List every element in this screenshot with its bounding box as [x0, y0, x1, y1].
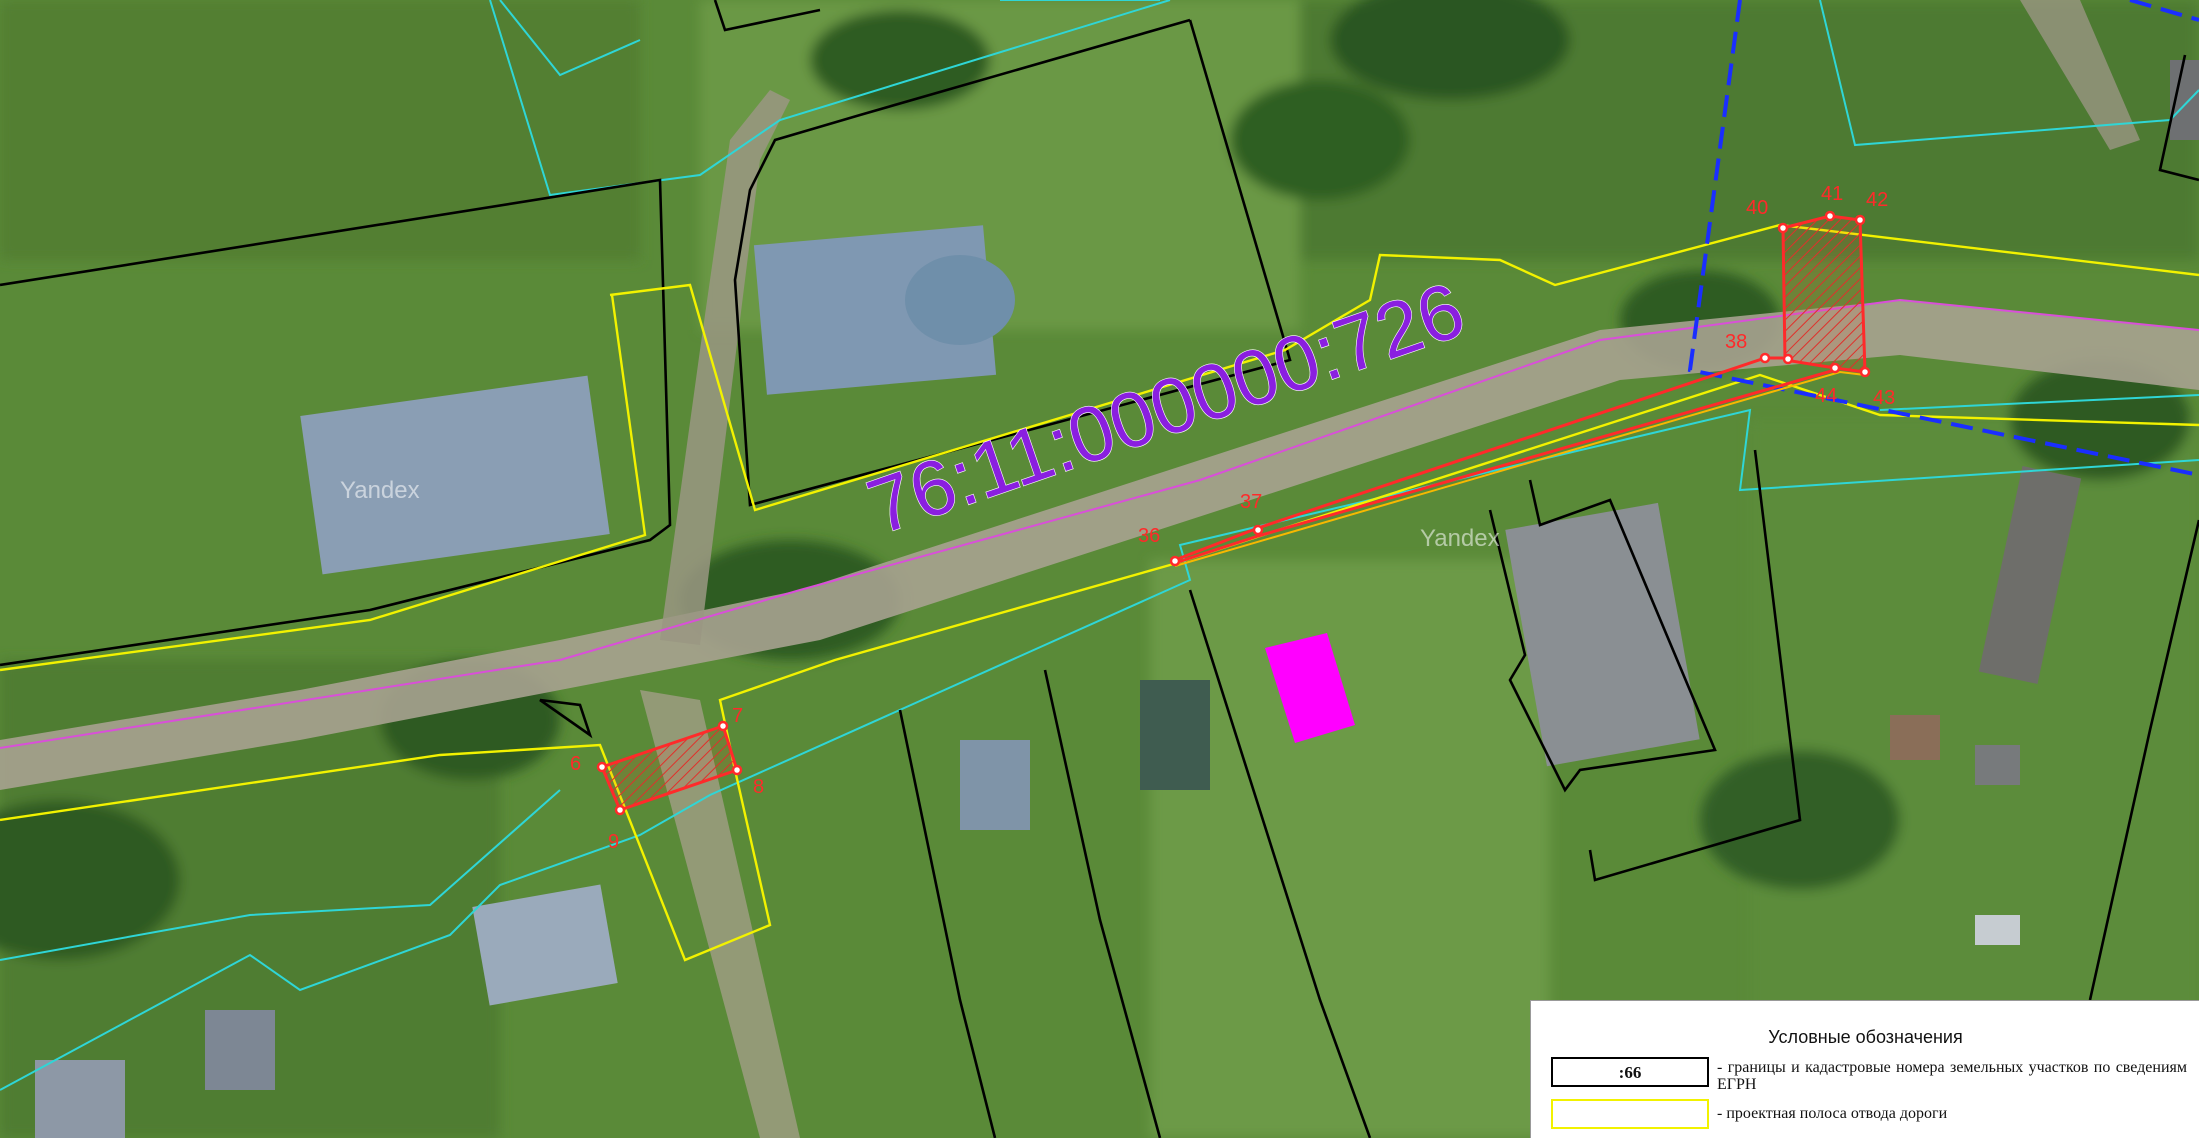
cyan-boundaries	[0, 0, 2199, 1091]
legend-swatch-road	[1551, 1099, 1709, 1129]
road-right-of-way	[0, 223, 2199, 962]
legend-text-parcel: - границы и кадастровые номера земельных…	[1717, 1059, 2187, 1093]
legend-title: Условные обозначения	[1768, 1027, 1963, 1047]
point-label-6: 6	[570, 753, 581, 775]
point-label-7: 7	[732, 705, 743, 727]
legend-item-parcel-boundaries: :66 - границы и кадастровые номера земел…	[1551, 1057, 2191, 1097]
survey-parcels	[599, 214, 1867, 812]
point-label-44: 44	[1815, 385, 1837, 407]
point-label-38: 38	[1725, 331, 1747, 353]
legend-swatch-parcel: :66	[1551, 1057, 1709, 1087]
point-label-37: 37	[1240, 491, 1262, 513]
yandex-watermark: Yandex	[1420, 525, 1500, 552]
point-label-9: 9	[608, 831, 619, 853]
point-label-41: 41	[1821, 183, 1843, 205]
district-boundary	[1687, 0, 2199, 477]
object-marker	[1265, 633, 1355, 743]
point-label-42: 42	[1866, 189, 1888, 211]
legend-item-road-right-of-way: - проектная полоса отвода дороги	[1551, 1099, 2191, 1138]
road-axis	[0, 298, 2199, 749]
legend-text-road: - проектная полоса отвода дороги	[1717, 1105, 1948, 1122]
point-label-43: 43	[1873, 387, 1895, 409]
point-label-36: 36	[1138, 525, 1160, 547]
point-label-8: 8	[753, 776, 764, 798]
point-label-40: 40	[1746, 197, 1768, 219]
legend-panel: Условные обозначения :66 - границы и кад…	[1530, 1000, 2199, 1138]
yandex-watermark: Yandex	[340, 477, 420, 504]
survey-points	[596, 210, 1871, 816]
